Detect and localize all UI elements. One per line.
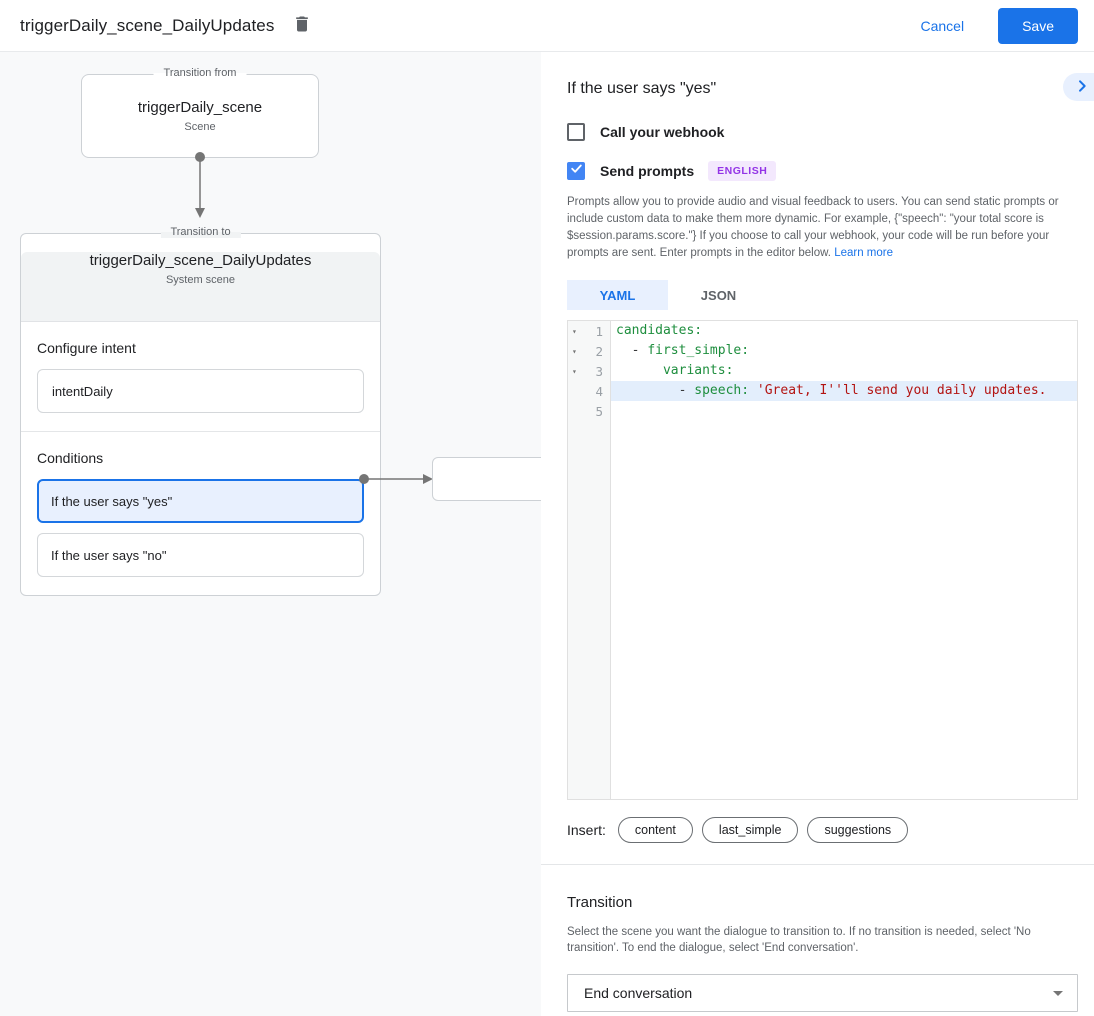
webhook-checkbox[interactable] — [567, 123, 585, 141]
header-bar: triggerDaily_scene_DailyUpdates Cancel S… — [0, 0, 1094, 52]
gutter-cell: ▾1 — [568, 321, 610, 341]
transition-dropdown-value: End conversation — [584, 985, 693, 1001]
language-badge: ENGLISH — [708, 161, 777, 181]
main-layout: Transition from triggerDaily_scene Scene… — [0, 52, 1094, 1016]
send-prompts-checkbox[interactable] — [567, 162, 585, 180]
gutter-cell: 4 — [568, 381, 610, 401]
fold-arrow-icon[interactable]: ▾ — [572, 346, 577, 356]
condition-detail-title: If the user says "yes" — [567, 80, 717, 97]
configure-intent-heading: Configure intent — [37, 340, 136, 356]
delete-scene-button[interactable] — [290, 14, 314, 38]
fold-arrow-icon[interactable]: ▾ — [572, 366, 577, 376]
editor-code-area[interactable]: candidates: - first_simple: variants: - … — [611, 321, 1077, 799]
to-scene-title: triggerDaily_scene_DailyUpdates — [89, 252, 312, 269]
transition-to-card: Transition to triggerDaily_scene_DailyUp… — [20, 226, 381, 596]
insert-pill-suggestions[interactable]: suggestions — [807, 817, 909, 843]
code-line: candidates: — [616, 323, 703, 338]
condition-item-no[interactable]: If the user says "no" — [37, 533, 364, 577]
from-scene-title: triggerDaily_scene — [137, 99, 263, 116]
conditions-heading: Conditions — [37, 450, 104, 466]
gutter-cell: ▾2 — [568, 341, 610, 361]
transition-from-node[interactable]: Transition from triggerDaily_scene Scene — [81, 67, 319, 158]
scene-flow-canvas: Transition from triggerDaily_scene Scene… — [0, 52, 541, 1016]
insert-pills-group: content last_simple suggestions — [617, 817, 917, 843]
configure-intent-section: Configure intent intentDaily — [21, 322, 380, 431]
line-number: 2 — [595, 343, 603, 359]
insert-snippet-row: Insert: content last_simple suggestions — [567, 817, 1078, 843]
transition-to-legend: Transition to — [160, 226, 241, 238]
cancel-button[interactable]: Cancel — [920, 17, 965, 34]
webhook-row: Call your webhook — [567, 123, 1078, 141]
transition-from-legend: Transition from — [153, 67, 247, 79]
line-number: 1 — [595, 323, 603, 339]
webhook-label: Call your webhook — [600, 124, 725, 140]
checkmark-icon — [570, 162, 583, 180]
section-divider — [541, 864, 1094, 865]
arrow-down-connector — [195, 152, 205, 218]
next-scene-stub-node[interactable] — [432, 457, 541, 501]
intent-field[interactable]: intentDaily — [37, 369, 364, 413]
line-number: 4 — [595, 383, 603, 399]
dropdown-caret-icon — [1053, 990, 1063, 996]
code-line: variants: — [662, 363, 734, 378]
to-scene-subtitle: System scene — [165, 274, 236, 286]
tab-json[interactable]: JSON — [668, 280, 769, 310]
collapse-panel-button[interactable] — [1063, 73, 1094, 101]
gutter-cell: 5 — [568, 401, 610, 421]
transition-dropdown[interactable]: End conversation — [567, 974, 1078, 1012]
insert-pill-content[interactable]: content — [617, 817, 693, 843]
fold-arrow-icon[interactable]: ▾ — [572, 326, 577, 336]
prompts-description-text: Prompts allow you to provide audio and v… — [567, 196, 1059, 259]
chevron-right-icon — [1074, 78, 1090, 97]
editor-format-tabs: YAML JSON — [567, 280, 1078, 310]
conditions-section: Conditions If the user says "yes" If the… — [21, 431, 380, 595]
line-number: 3 — [595, 363, 603, 379]
insert-pill-last_simple[interactable]: last_simple — [701, 817, 799, 843]
scene-card-header: triggerDaily_scene_DailyUpdates System s… — [21, 252, 380, 322]
code-line — [611, 401, 1077, 421]
prompts-description: Prompts allow you to provide audio and v… — [567, 194, 1078, 262]
condition-arrow-connector — [359, 474, 433, 484]
page-title: triggerDaily_scene_DailyUpdates — [20, 15, 275, 35]
learn-more-link[interactable]: Learn more — [834, 247, 894, 259]
insert-label: Insert: — [567, 822, 606, 838]
transition-heading: Transition — [567, 894, 633, 911]
send-prompts-row: Send prompts ENGLISH — [567, 161, 1078, 181]
save-button[interactable]: Save — [998, 7, 1078, 44]
send-prompts-label: Send prompts — [600, 163, 695, 179]
tab-yaml[interactable]: YAML — [567, 280, 668, 310]
code-line: - first_simple: — [616, 343, 750, 358]
condition-detail-panel: If the user says "yes" Call your webhook… — [541, 52, 1094, 1016]
gutter-cell: ▾3 — [568, 361, 610, 381]
from-scene-subtitle: Scene — [184, 121, 216, 133]
transition-description: Select the scene you want the dialogue t… — [567, 926, 1031, 954]
code-line: - speech: 'Great, I''ll send you daily u… — [611, 381, 1077, 401]
line-number: 5 — [595, 403, 603, 419]
trash-icon — [292, 14, 312, 37]
condition-item-yes[interactable]: If the user says "yes" — [37, 479, 364, 523]
